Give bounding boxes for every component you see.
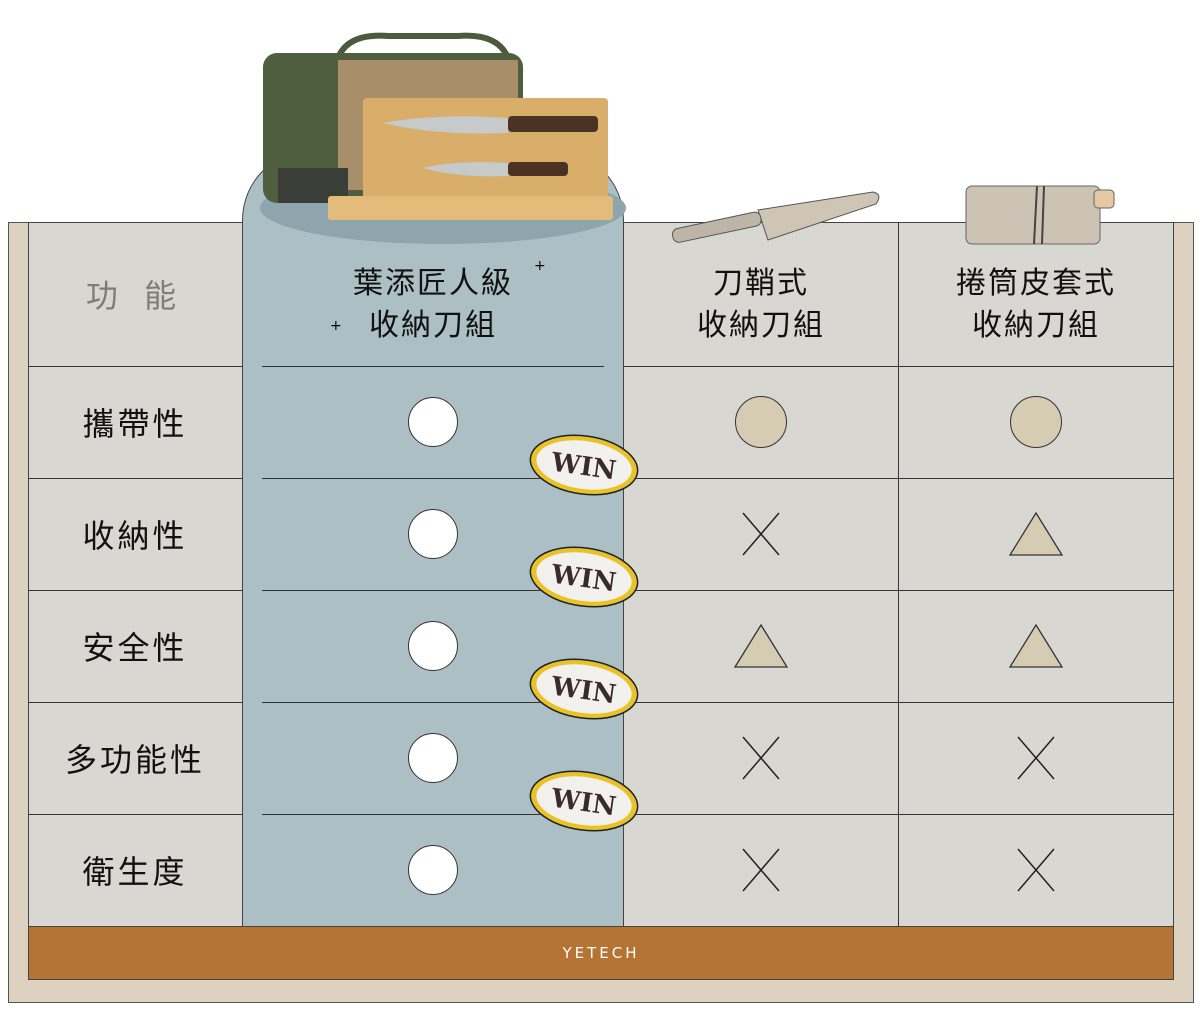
circle-icon bbox=[408, 845, 458, 895]
product-image-knife-set bbox=[260, 32, 626, 244]
sparkle-icon: + bbox=[330, 318, 342, 334]
rating-cell bbox=[242, 702, 624, 814]
circle-icon bbox=[408, 509, 458, 559]
cross-icon bbox=[1017, 736, 1055, 780]
product-image-sheath-knife bbox=[671, 191, 880, 243]
column-header-line1: 捲筒皮套式 bbox=[956, 266, 1116, 301]
row-divider bbox=[262, 814, 624, 815]
circle-icon bbox=[408, 733, 458, 783]
row-divider bbox=[624, 478, 1174, 479]
row-divider bbox=[28, 590, 242, 591]
win-badge: WIN bbox=[529, 770, 639, 832]
rating-cell bbox=[624, 814, 898, 926]
column-header-yetech: 葉添匠人級 收納刀組 bbox=[242, 250, 624, 360]
row-divider bbox=[262, 702, 624, 703]
row-label: 多功能性 bbox=[64, 741, 205, 779]
rating-cell bbox=[624, 702, 898, 814]
feature-header: 功 能 bbox=[85, 277, 185, 315]
column-header-line1: 葉添匠人級 bbox=[353, 266, 513, 301]
circle-icon bbox=[735, 396, 787, 448]
cross-icon bbox=[742, 848, 780, 892]
triangle-icon bbox=[733, 623, 789, 668]
rating-cell bbox=[242, 590, 624, 702]
column-header-line1: 刀鞘式 bbox=[713, 266, 809, 301]
row-divider bbox=[624, 814, 1174, 815]
triangle-icon bbox=[1008, 511, 1064, 556]
row-label: 收納性 bbox=[82, 517, 188, 555]
row-divider bbox=[624, 590, 1174, 591]
rating-cell bbox=[898, 590, 1174, 702]
sparkle-icon: + bbox=[534, 258, 546, 274]
row-divider bbox=[28, 814, 242, 815]
product-image-roll-case bbox=[965, 185, 1115, 245]
circle-icon bbox=[1010, 396, 1062, 448]
rating-cell bbox=[624, 366, 898, 478]
footer-brand: YETECH bbox=[28, 926, 1174, 980]
row-divider bbox=[28, 478, 242, 479]
row-divider bbox=[624, 702, 1174, 703]
cross-icon bbox=[1017, 848, 1055, 892]
rating-cell bbox=[898, 478, 1174, 590]
column-header-line2: 收納刀組 bbox=[369, 308, 497, 343]
cross-icon bbox=[742, 512, 780, 556]
row-label: 衛生度 bbox=[82, 853, 188, 891]
rating-cell bbox=[898, 702, 1174, 814]
column-header-sheath: 刀鞘式 收納刀組 bbox=[624, 250, 898, 360]
win-badge: WIN bbox=[529, 434, 639, 496]
win-badge: WIN bbox=[529, 546, 639, 608]
column-header-roll: 捲筒皮套式 收納刀組 bbox=[898, 250, 1174, 360]
rating-cell bbox=[898, 814, 1174, 926]
rating-cell bbox=[242, 366, 624, 478]
win-badge: WIN bbox=[529, 658, 639, 720]
column-header-line2: 收納刀組 bbox=[972, 308, 1100, 343]
rating-cell bbox=[624, 478, 898, 590]
row-label: 攜帶性 bbox=[82, 405, 188, 443]
row-divider bbox=[28, 702, 242, 703]
rating-cell bbox=[624, 590, 898, 702]
triangle-icon bbox=[1008, 623, 1064, 668]
circle-icon bbox=[408, 397, 458, 447]
column-header-line2: 收納刀組 bbox=[697, 308, 825, 343]
row-divider bbox=[262, 478, 624, 479]
rating-cell bbox=[242, 478, 624, 590]
circle-icon bbox=[408, 621, 458, 671]
cross-icon bbox=[742, 736, 780, 780]
rating-cell bbox=[898, 366, 1174, 478]
rating-cell bbox=[242, 814, 624, 926]
row-label: 安全性 bbox=[82, 629, 188, 667]
row-divider bbox=[262, 590, 624, 591]
